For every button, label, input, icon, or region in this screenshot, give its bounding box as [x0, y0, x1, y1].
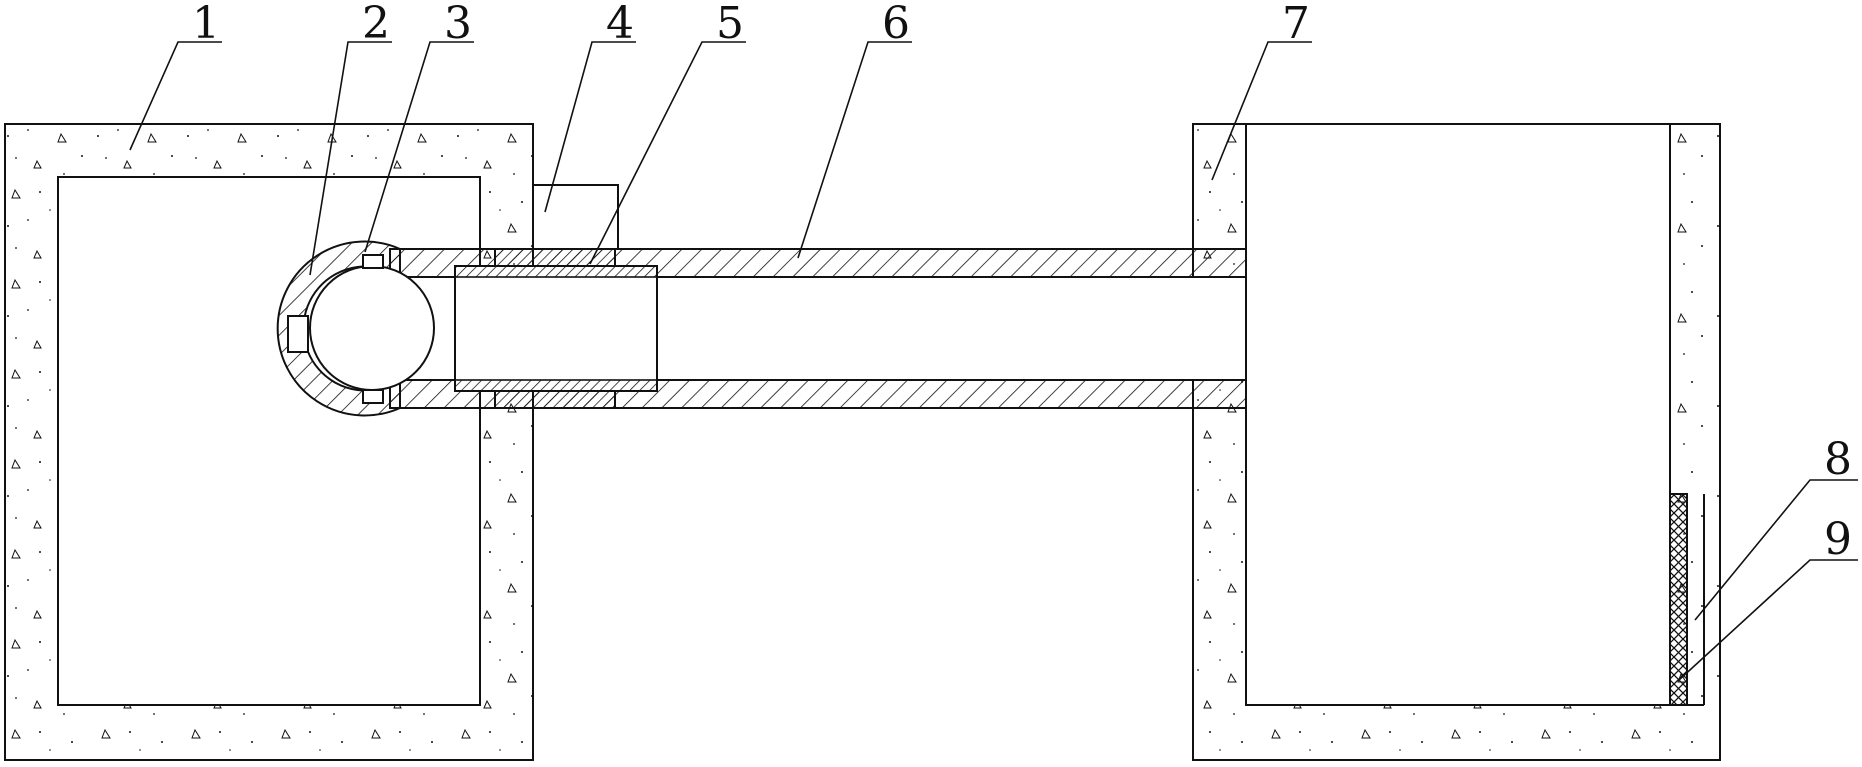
label-3: 3 [444, 0, 472, 49]
leader-lines [129, 41, 1858, 681]
label-8: 8 [1824, 434, 1852, 485]
label-2: 2 [362, 0, 390, 49]
joint-blocks [287, 254, 384, 404]
label-1: 1 [192, 0, 220, 49]
part-labels: 1 2 3 4 5 6 7 8 9 [192, 0, 1852, 565]
top-block [532, 184, 619, 250]
sleeve [454, 248, 658, 409]
label-5: 5 [716, 0, 744, 49]
label-7: 7 [1282, 0, 1310, 49]
right-chamber-insert [1669, 493, 1705, 706]
label-9: 9 [1824, 514, 1852, 565]
left-chamber [4, 123, 534, 761]
label-6: 6 [882, 0, 910, 49]
right-chamber [1192, 123, 1721, 761]
label-4: 4 [606, 0, 634, 49]
